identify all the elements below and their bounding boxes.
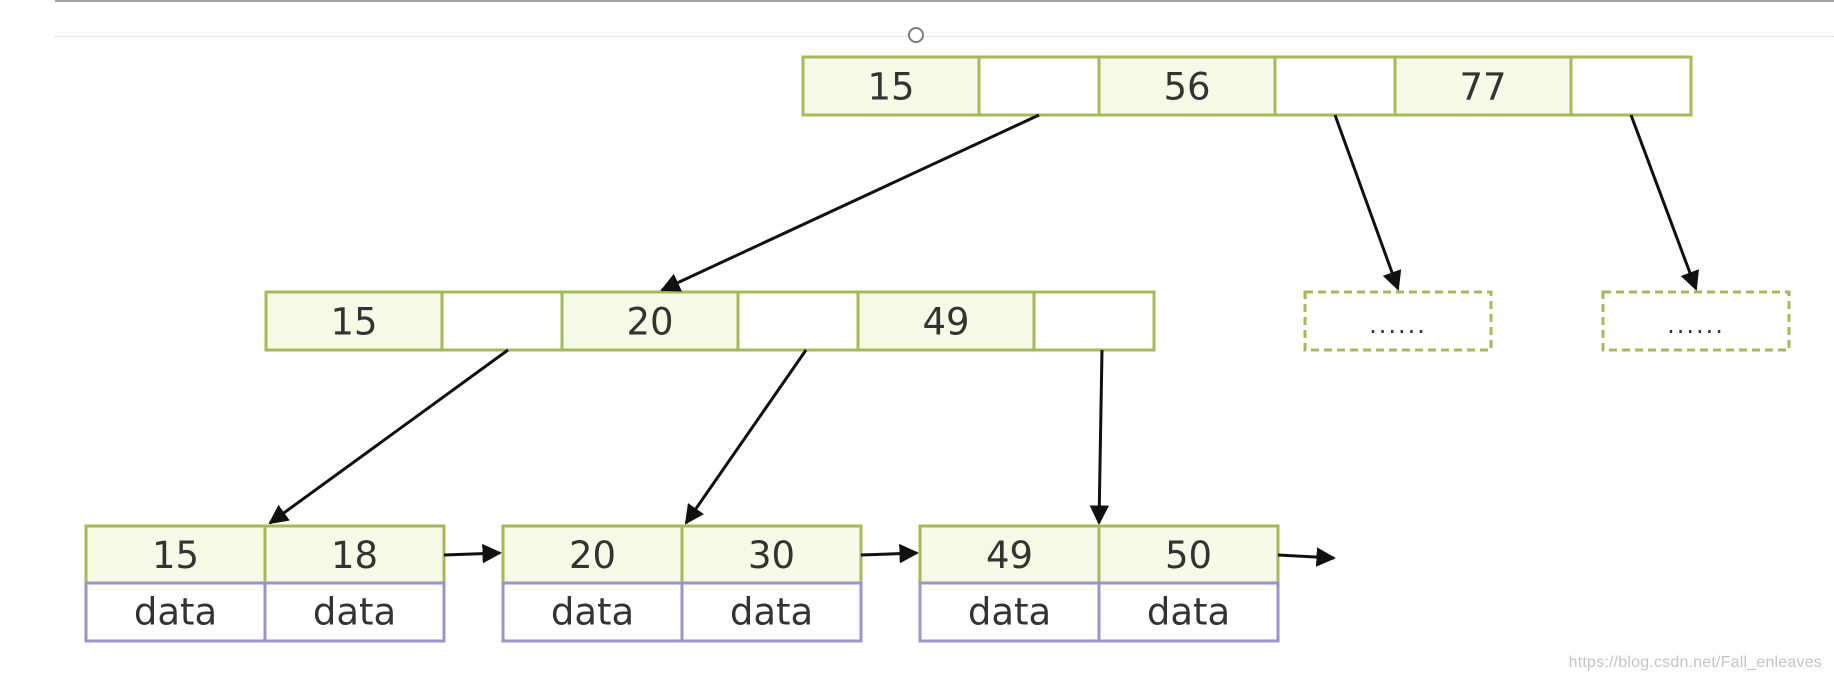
elided-child-node — [1303, 290, 1493, 352]
arrow-internal-to-leaf-1 — [268, 348, 509, 525]
arrow-leaf-link-2 — [860, 543, 919, 564]
leaf-key-15: 15 — [152, 534, 199, 577]
root-node-pointer-cell — [1273, 55, 1397, 117]
leaf-key-cell — [1097, 524, 1280, 585]
arrow-root-to-elided-2 — [1629, 114, 1699, 291]
root-node-pointer-cell — [977, 55, 1101, 117]
arrow-leaf-link-3 — [1277, 547, 1336, 567]
leaf-data-cell — [84, 581, 267, 643]
leaf-data-cell — [680, 581, 863, 643]
internal-node-pointer-cell — [1032, 290, 1156, 352]
arrow-root-to-internal — [660, 113, 1040, 292]
leaf-data-cell — [918, 581, 1101, 643]
elided-child-label: ...... — [1369, 311, 1427, 339]
leaf-data-label: data — [551, 591, 634, 634]
leaf-key-30: 30 — [748, 534, 795, 577]
internal-node-key-49: 49 — [922, 301, 969, 344]
leaf-key-20: 20 — [569, 534, 616, 577]
leaf-key-cell — [918, 524, 1101, 585]
dotted-guide — [55, 36, 1834, 37]
leaf-key-cell — [263, 524, 446, 585]
leaf-data-cell — [501, 581, 684, 643]
internal-node-key-15: 15 — [330, 301, 377, 344]
root-node-key-77: 77 — [1459, 66, 1506, 109]
leaf-key-49: 49 — [986, 534, 1033, 577]
arrow-internal-to-leaf-3 — [1089, 349, 1110, 525]
internal-node-pointer-cell — [736, 290, 860, 352]
leaf-key-50: 50 — [1165, 534, 1212, 577]
internal-node-pointer-cell — [440, 290, 564, 352]
internal-node-key-20: 20 — [626, 301, 673, 344]
leaf-data-label: data — [968, 591, 1051, 634]
root-node-pointer-cell — [1569, 55, 1693, 117]
root-node-key-cell — [801, 55, 981, 117]
root-node-key-cell — [1393, 55, 1573, 117]
arrow-leaf-link-1 — [443, 543, 502, 564]
leaf-key-18: 18 — [331, 534, 378, 577]
leaf-data-cell — [1097, 581, 1280, 643]
rotate-handle-icon[interactable] — [908, 27, 924, 43]
leaf-data-label: data — [730, 591, 813, 634]
leaf-data-cell — [263, 581, 446, 643]
root-node-key-56: 56 — [1163, 66, 1210, 109]
watermark: https://blog.csdn.net/Fall_enleaves — [1568, 654, 1822, 671]
leaf-key-cell — [680, 524, 863, 585]
leaf-key-cell — [501, 524, 684, 585]
leaf-data-label: data — [1147, 591, 1230, 634]
elided-child-node — [1601, 290, 1791, 352]
top-rule — [55, 0, 1834, 2]
arrow-root-to-elided-1 — [1333, 114, 1402, 291]
leaf-data-label: data — [313, 591, 396, 634]
leaf-data-label: data — [134, 591, 217, 634]
arrow-internal-to-leaf-2 — [684, 349, 808, 525]
elided-child-label: ...... — [1667, 311, 1725, 339]
root-node-key-cell — [1097, 55, 1277, 117]
root-node-key-15: 15 — [867, 66, 914, 109]
